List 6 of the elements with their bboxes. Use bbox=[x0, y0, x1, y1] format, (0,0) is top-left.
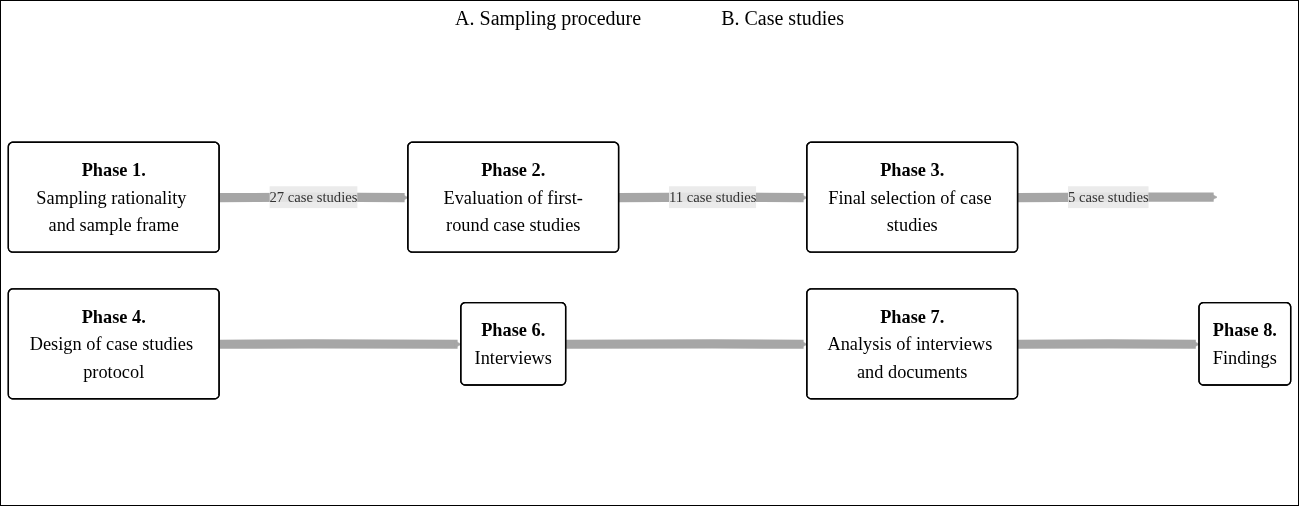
edge-label: 27 case studies bbox=[269, 188, 358, 205]
edge-label: 5 case studies bbox=[1067, 188, 1149, 205]
section-heading: A. Sampling procedure bbox=[455, 7, 642, 30]
edge-label: 11 case studies bbox=[669, 188, 757, 205]
section-heading: B. Case studies bbox=[721, 7, 844, 30]
arrow bbox=[1018, 339, 1200, 349]
